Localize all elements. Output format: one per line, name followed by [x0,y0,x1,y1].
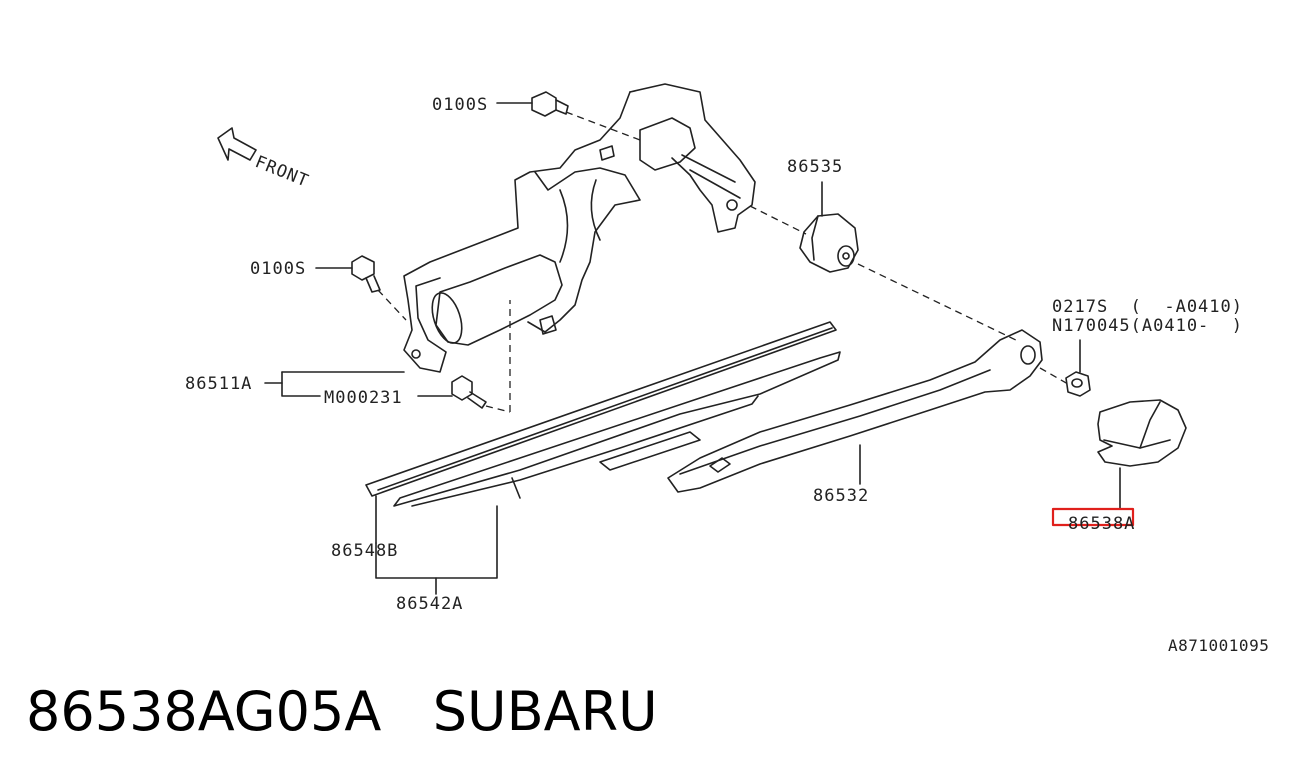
brand-name: SUBARU [432,680,658,743]
bolt-top-icon [531,91,569,117]
highlight-box [1051,507,1135,527]
cap-86535-icon [799,213,859,273]
label-cover-86538A: 86538A [1068,514,1135,534]
label-blade-86542A: 86542A [396,594,463,614]
drawing-code: A871001095 [1168,636,1270,655]
part-number: 86538AG05A [26,680,382,743]
front-arrow-icon [217,127,257,161]
cover-86538A-icon [1097,399,1187,467]
label-screw-M000231: M000231 [324,388,403,408]
label-front: FRONT [252,152,312,192]
label-blade-86548B: 86548B [331,541,398,561]
label-nut-line1: 0217S ( -A0410) [1052,297,1243,317]
footer-title: 86538AG05A SUBARU [26,680,658,743]
wiper-arm-86532 [667,329,1043,493]
label-cap-86535: 86535 [787,157,843,177]
label-bolt-left: 0100S [250,259,306,279]
bolt-left-icon [351,255,381,293]
label-bolt-top: 0100S [432,95,488,115]
label-motor-86511A: 86511A [185,374,252,394]
wiper-blade-assembly [365,321,841,507]
screw-M000231-icon [451,375,487,409]
assembly-lines [377,111,1069,413]
label-nut-line2: N170045(A0410- ) [1052,316,1243,336]
nut-icon [1065,371,1091,397]
label-arm-86532: 86532 [813,486,869,506]
wiper-motor-assembly [403,83,756,373]
